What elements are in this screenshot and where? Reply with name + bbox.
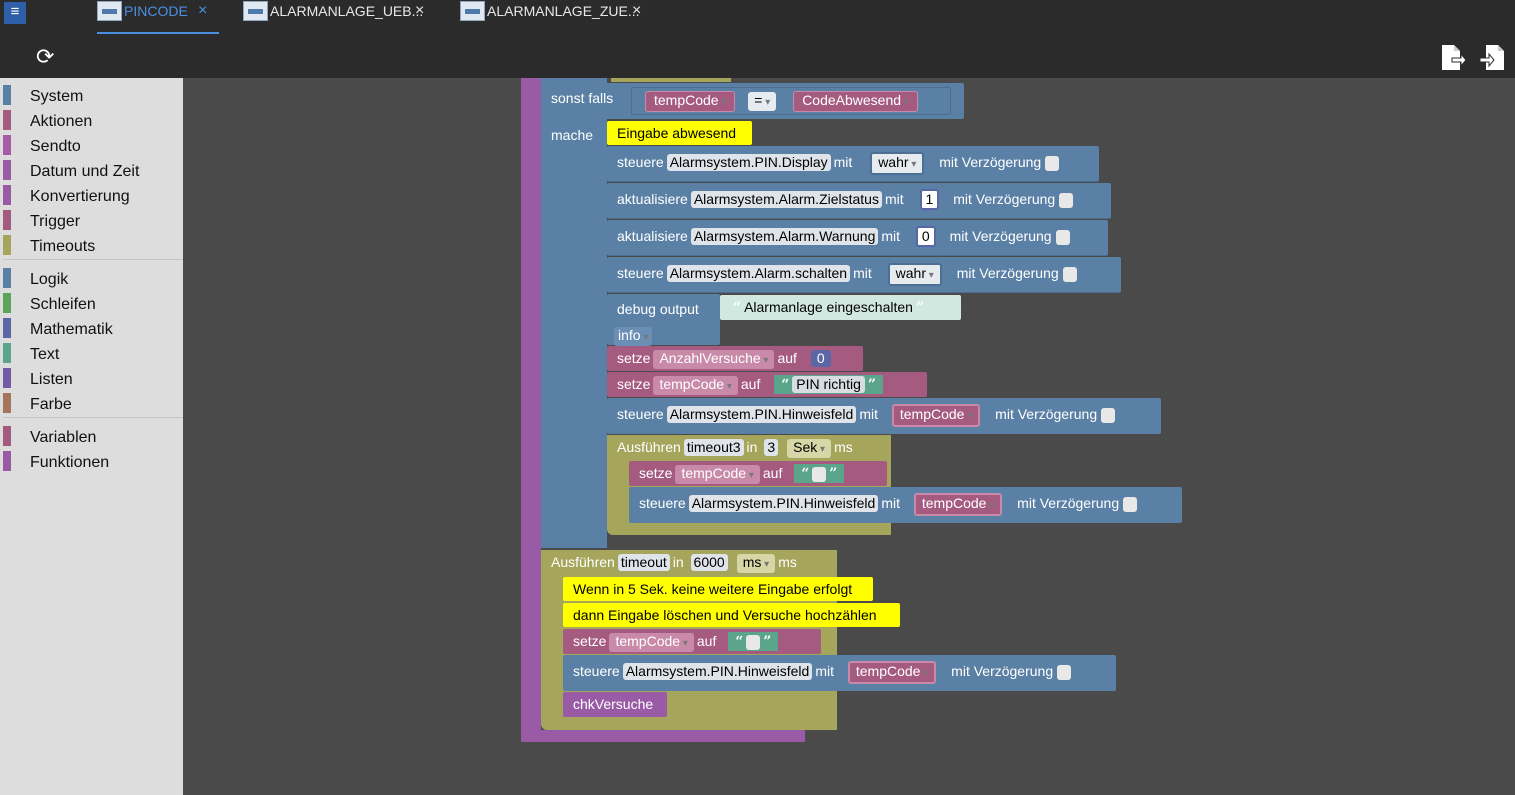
tab-label: ALARMANLAGE_ZUE... (487, 3, 640, 19)
tab-pincode[interactable]: PINCODE × (97, 0, 219, 34)
script-logo-icon (243, 1, 268, 21)
import-icon[interactable] (1480, 44, 1506, 72)
sidebar-item-datum-und-zeit[interactable]: Datum und Zeit (0, 157, 183, 182)
sidebar-item-funktionen[interactable]: Funktionen (0, 448, 183, 473)
sidebar-item-logik[interactable]: Logik (0, 265, 183, 290)
if-block[interactable] (541, 78, 607, 548)
text-block[interactable]: “” (794, 464, 845, 483)
sidebar-item-variablen[interactable]: Variablen (0, 423, 183, 448)
tab-bar: ≡ PINCODE × ALARMANLAGE_UEB... × ALARMAN… (0, 0, 1515, 36)
blockly-workspace[interactable]: sonst falls tempCode = CodeAbwesend mach… (183, 78, 1515, 795)
script-logo-icon (97, 1, 122, 21)
unit-dropdown[interactable]: ms (736, 554, 776, 573)
debug-output-block[interactable]: debug output info (607, 294, 720, 346)
variable-dropdown[interactable]: tempCode (675, 465, 760, 484)
block-edge (611, 78, 731, 82)
variable-dropdown[interactable]: tempCode (609, 633, 694, 652)
delay-checkbox[interactable] (1045, 155, 1060, 171)
trigger-block-bottom (521, 730, 805, 742)
delay-checkbox[interactable] (1057, 664, 1072, 680)
export-icon[interactable] (1440, 44, 1466, 72)
text-block[interactable]: “” (728, 632, 779, 651)
sonst-falls-row[interactable]: sonst falls tempCode = CodeAbwesend (541, 83, 964, 119)
sidebar-item-konvertierung[interactable]: Konvertierung (0, 182, 183, 207)
comment-block[interactable]: dann Eingabe löschen und Versuche hochzä… (563, 603, 900, 627)
sidebar-item-farbe[interactable]: Farbe (0, 390, 183, 415)
text-block[interactable]: “PIN richtig” (774, 375, 883, 394)
delay-checkbox[interactable] (1123, 496, 1138, 512)
sidebar-item-sendto[interactable]: Sendto (0, 132, 183, 157)
log-level-dropdown[interactable]: info (614, 327, 653, 346)
comment-block[interactable]: Eingabe abwesend (607, 121, 752, 145)
delay-checkbox[interactable] (1059, 192, 1074, 208)
variable-dropdown[interactable]: tempCode (645, 91, 736, 112)
tab-alarmanlage-ueb[interactable]: ALARMANLAGE_UEB... × (243, 0, 433, 34)
sidebar-item-mathematik[interactable]: Mathematik (0, 315, 183, 340)
mache-label: mache (551, 127, 594, 143)
delay-checkbox[interactable] (1062, 266, 1077, 282)
close-icon[interactable]: × (632, 2, 642, 19)
comment-block[interactable]: Wenn in 5 Sek. keine weitere Eingabe erf… (563, 577, 873, 601)
delay-checkbox[interactable] (1101, 407, 1116, 423)
variable-dropdown[interactable]: AnzahlVersuche (653, 350, 775, 369)
tab-alarmanlage-zue[interactable]: ALARMANLAGE_ZUE... × (460, 0, 650, 34)
trigger-block[interactable] (521, 78, 541, 740)
compare-block[interactable]: tempCode = CodeAbwesend (631, 87, 951, 115)
value-dropdown[interactable]: wahr (870, 152, 925, 175)
script-logo-icon (460, 1, 485, 21)
number-input[interactable]: 0 (810, 350, 831, 367)
variable-dropdown[interactable]: tempCode (847, 661, 937, 684)
close-icon[interactable]: × (198, 2, 208, 19)
sidebar-item-system[interactable]: System (0, 82, 183, 107)
variable-dropdown[interactable]: tempCode (653, 376, 738, 395)
sidebar-item-text[interactable]: Text (0, 340, 183, 365)
number-input[interactable]: 1 (919, 189, 940, 210)
variable-dropdown[interactable]: tempCode (913, 493, 1003, 516)
sidebar-item-listen[interactable]: Listen (0, 365, 183, 390)
variable-dropdown[interactable]: CodeAbwesend (793, 91, 918, 112)
number-input[interactable]: 0 (915, 226, 936, 247)
sidebar-item-schleifen[interactable]: Schleifen (0, 290, 183, 315)
setze-block[interactable]: setzetempCodeauf “” (563, 629, 821, 654)
operator-dropdown[interactable]: = (748, 92, 777, 111)
sidebar-item-timeouts[interactable]: Timeouts (0, 232, 183, 257)
toolbar: ⟳ (0, 36, 1515, 78)
tab-label: PINCODE (124, 3, 188, 19)
unit-dropdown[interactable]: Sek (787, 439, 832, 458)
value-dropdown[interactable]: wahr (887, 263, 942, 286)
function-call-block[interactable]: chkVersuche (563, 692, 667, 717)
text-block[interactable]: “Alarmanlage eingeschalten” (720, 295, 961, 320)
sidebar-item-trigger[interactable]: Trigger (0, 207, 183, 232)
tab-label: ALARMANLAGE_UEB... (270, 3, 424, 19)
sonst-falls-label: sonst falls (551, 90, 614, 106)
variable-dropdown[interactable]: tempCode (891, 404, 981, 427)
toolbox-sidebar: System Aktionen Sendto Datum und Zeit Ko… (0, 78, 183, 795)
divider (3, 259, 183, 260)
setze-block[interactable]: setzetempCodeauf “PIN richtig” (607, 372, 927, 397)
close-icon[interactable]: × (415, 2, 425, 19)
delay-checkbox[interactable] (1055, 229, 1070, 245)
refresh-icon[interactable]: ⟳ (36, 44, 55, 69)
menu-icon[interactable]: ≡ (4, 2, 26, 24)
sidebar-item-aktionen[interactable]: Aktionen (0, 107, 183, 132)
divider (3, 417, 183, 418)
setze-block[interactable]: setzetempCodeauf “” (629, 461, 887, 486)
setze-block[interactable]: setzeAnzahlVersucheauf 0 (607, 346, 863, 371)
